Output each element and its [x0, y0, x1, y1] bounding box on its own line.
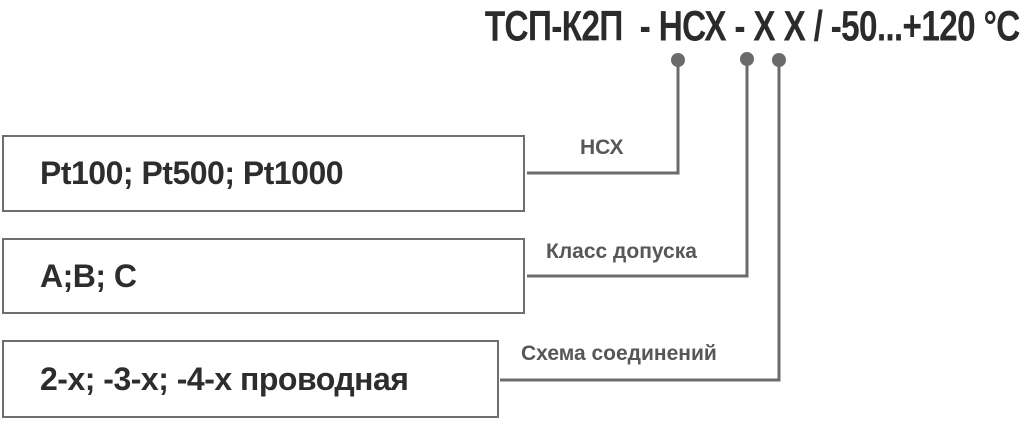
callout-line-nsh — [527, 60, 680, 175]
callout-dot-nsh — [671, 53, 685, 67]
callout-label-nsh: НСХ — [580, 136, 624, 159]
callout-line-scheme — [500, 60, 781, 382]
callout-line-class — [527, 59, 749, 278]
option-box-wiring-scheme-label: 2-х; -3-х; -4-х проводная — [40, 360, 409, 397]
callout-dot-class — [740, 52, 754, 66]
callout-dot-scheme — [772, 53, 786, 67]
callout-label-wiring-scheme: Схема соединений — [521, 342, 717, 365]
option-box-tolerance-class: А;В; С — [2, 238, 525, 314]
product-code-title: ТСП-К2П - НСХ - Х Х / -50...+120 °С — [485, 1, 1021, 50]
option-box-wiring-scheme: 2-х; -3-х; -4-х проводная — [2, 340, 499, 418]
option-box-nsh: Pt100; Pt500; Pt1000 — [2, 135, 525, 212]
option-box-nsh-label: Pt100; Pt500; Pt1000 — [40, 155, 344, 191]
option-box-tolerance-class-label: А;В; С — [40, 257, 137, 294]
callout-label-tolerance-class: Класс допуска — [546, 240, 697, 263]
